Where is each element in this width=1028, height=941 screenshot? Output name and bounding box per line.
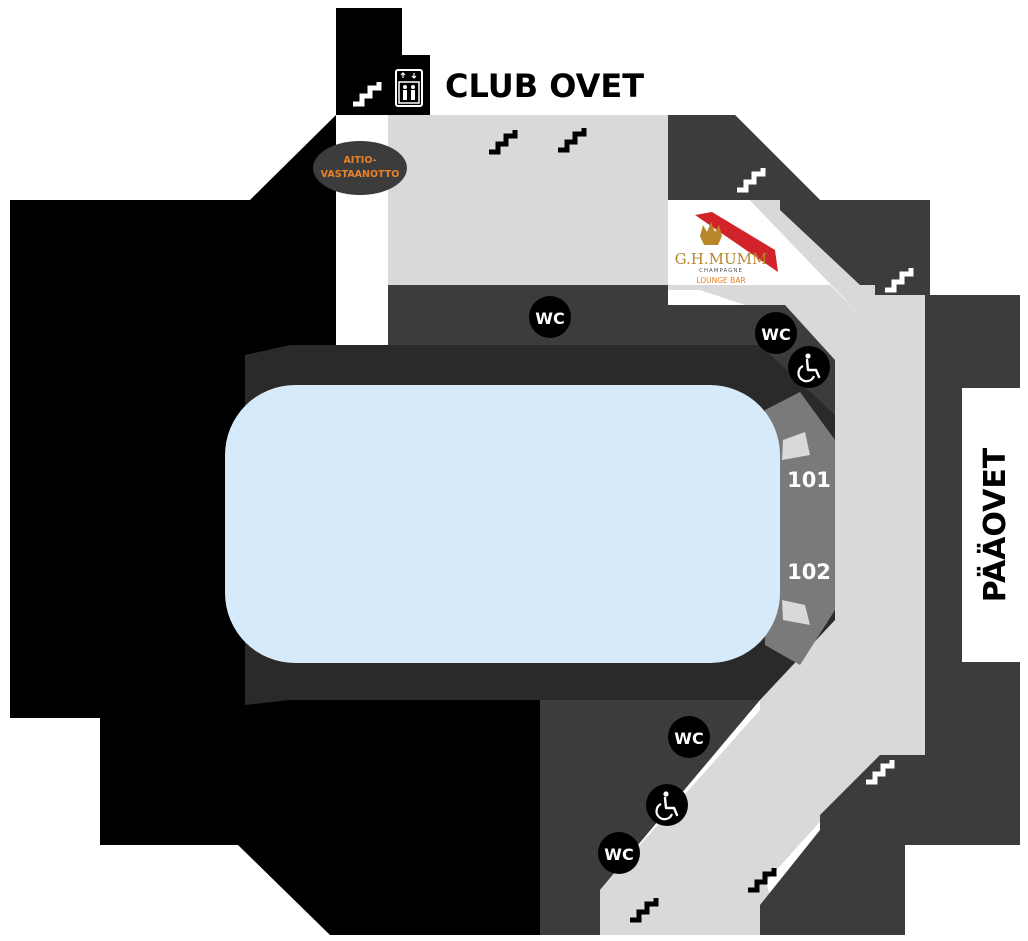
- dark-area-bottom-right: [780, 755, 925, 935]
- mumm-crest-icon: [700, 222, 722, 245]
- section-102-label[interactable]: 102: [787, 560, 831, 584]
- wc-label: WC: [674, 729, 703, 748]
- wc-icon[interactable]: WC: [668, 716, 710, 758]
- wheelchair-icon[interactable]: [646, 784, 688, 826]
- mumm-brand-sub: CHAMPAGNE: [699, 268, 743, 274]
- wc-label: WC: [761, 325, 790, 344]
- box-reception-line2: VASTAANOTTO: [321, 169, 400, 180]
- box-reception[interactable]: AITIO- VASTAANOTTO: [313, 141, 407, 195]
- wc-icon[interactable]: WC: [529, 296, 571, 338]
- sections-101-102: [765, 392, 835, 665]
- dark-band-wc: [388, 285, 835, 415]
- section-ramp-top: [782, 432, 810, 460]
- dark-area-right-wall: [760, 295, 1020, 935]
- main-door-opening: [962, 388, 1020, 662]
- wc-label: WC: [604, 845, 633, 864]
- light-floor-right: [600, 115, 930, 935]
- wc-icon[interactable]: WC: [598, 832, 640, 874]
- mumm-venue-label: LOUNGE BAR: [696, 276, 745, 285]
- club-doors-label: CLUB OVET: [445, 67, 644, 105]
- box-reception-line1: AITIO-: [343, 155, 376, 166]
- dark-area-bottom-left: [540, 700, 760, 935]
- elevator-icon: [395, 69, 423, 107]
- ice-rink: [225, 385, 780, 663]
- section-101-label[interactable]: 101: [787, 468, 831, 492]
- main-doors-label: PÄÄOVET: [977, 447, 1013, 602]
- mumm-brand-name: G.H.MUMM: [675, 250, 768, 268]
- wc-icon[interactable]: WC: [755, 312, 797, 354]
- dark-area-corner: [668, 115, 820, 200]
- wc-label: WC: [535, 309, 564, 328]
- mumm-lounge-logo[interactable]: G.H.MUMM CHAMPAGNE LOUNGE BAR: [675, 212, 778, 285]
- mumm-ribbon: [695, 212, 778, 272]
- section-ramp-bottom: [782, 600, 810, 625]
- wheelchair-icon[interactable]: [788, 346, 830, 388]
